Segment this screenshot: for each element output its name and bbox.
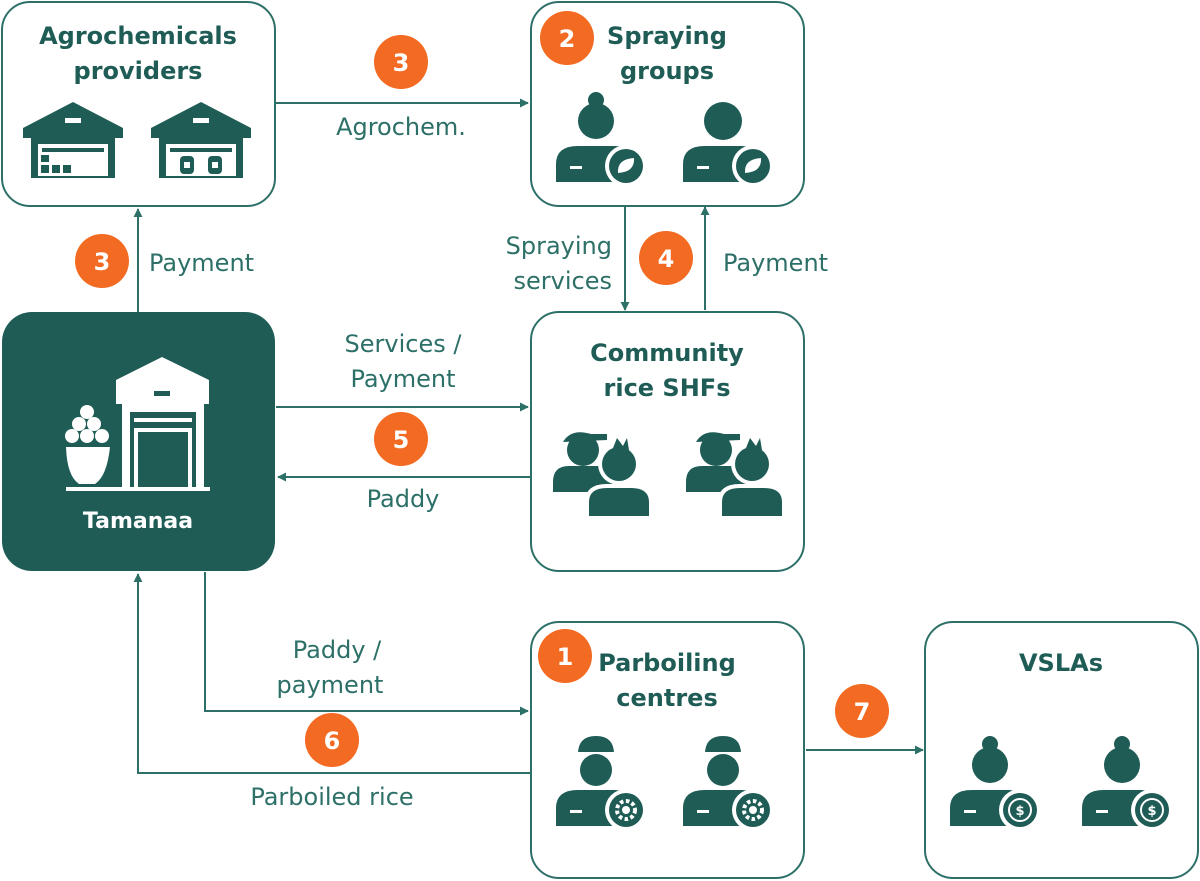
- step-number: 3: [393, 49, 410, 77]
- ground-line: [66, 487, 210, 491]
- flow-label: Agrochem.: [336, 113, 466, 141]
- flow-parboiled-rice: Parboiled rice: [250, 783, 413, 811]
- step-number: 7: [854, 698, 871, 726]
- step-badge: [75, 234, 129, 288]
- flow-spraying-services: Spraying services 4: [506, 231, 693, 295]
- flow-label: Spraying: [506, 232, 612, 260]
- node-tamanaa[interactable]: Tamanaa: [2, 312, 275, 571]
- farmer-group-icon: [686, 432, 786, 518]
- flow-label: Payment: [149, 249, 254, 277]
- connectors: [133, 98, 924, 774]
- flow-label: Payment: [723, 249, 828, 277]
- step-number: 6: [324, 727, 341, 755]
- flow-label: Services /: [345, 330, 463, 358]
- warehouse-icon: [151, 102, 251, 178]
- flow-label: Paddy: [367, 485, 440, 513]
- node-vslas[interactable]: VSLAs $ $: [924, 621, 1199, 879]
- step-number: 4: [658, 245, 675, 273]
- step-number: 5: [393, 426, 410, 454]
- step-badge: [374, 412, 428, 466]
- flow-paddy: Paddy: [367, 485, 440, 513]
- node-title: Parboiling: [598, 649, 736, 677]
- arrow-parboiled-rice: [133, 573, 530, 774]
- warehouse-icon: [116, 357, 209, 488]
- node-title: Spraying: [607, 22, 727, 50]
- rice-bowl-icon: [65, 405, 110, 484]
- step-badge: [835, 684, 889, 738]
- flow-payment-spraying: Payment: [723, 249, 828, 277]
- flow-label: services: [514, 267, 612, 295]
- flow-label: Paddy /: [293, 636, 382, 664]
- arrow-paddy-payment: [204, 572, 529, 716]
- person-leaf-icon: [683, 102, 774, 187]
- person-dollar-icon: $: [950, 736, 1041, 831]
- node-title: Agrochemicals: [39, 22, 237, 50]
- node-title: Tamanaa: [83, 509, 193, 534]
- svg-text:$: $: [1147, 804, 1156, 819]
- node-title: VSLAs: [1019, 649, 1103, 677]
- step-badge: [540, 11, 594, 65]
- flow-services-payment: Services / Payment 5: [345, 330, 463, 466]
- step-number: 1: [557, 643, 574, 671]
- node-title: rice SHFs: [604, 374, 731, 402]
- farmer-group-icon: [553, 432, 653, 518]
- step-badge: [538, 629, 592, 683]
- person-dollar-icon: $: [1082, 736, 1173, 831]
- flow-agrochem: 3 Agrochem.: [336, 35, 466, 141]
- person-leaf-icon: [556, 92, 647, 187]
- node-title: centres: [616, 684, 717, 712]
- node-parboiling-centres[interactable]: 1 Parboiling centres: [530, 621, 805, 879]
- step-badge: [305, 713, 359, 767]
- person-gear-icon: [683, 736, 774, 831]
- flow-label: Payment: [350, 365, 455, 393]
- step-number: 2: [559, 25, 576, 53]
- node-community-rice-shfs[interactable]: Community rice SHFs: [530, 311, 805, 572]
- step-badge: [639, 231, 693, 285]
- person-gear-icon: [556, 736, 647, 831]
- flow-vsla-link: 7: [835, 684, 889, 738]
- flow-paddy-payment: Paddy / payment 6: [277, 636, 384, 767]
- warehouse-icon: [23, 102, 123, 178]
- flow-label: payment: [277, 671, 384, 699]
- step-number: 3: [94, 248, 111, 276]
- flow-payment-agro: 3 Payment: [75, 234, 254, 288]
- node-title: providers: [74, 57, 203, 85]
- node-title: groups: [620, 57, 714, 85]
- step-badge: [374, 35, 428, 89]
- node-spraying-groups[interactable]: 2 Spraying groups: [530, 1, 805, 207]
- svg-text:$: $: [1015, 804, 1024, 819]
- flow-label: Parboiled rice: [250, 783, 413, 811]
- node-agrochemicals-providers[interactable]: Agrochemicals providers: [1, 1, 276, 207]
- node-title: Community: [590, 339, 744, 367]
